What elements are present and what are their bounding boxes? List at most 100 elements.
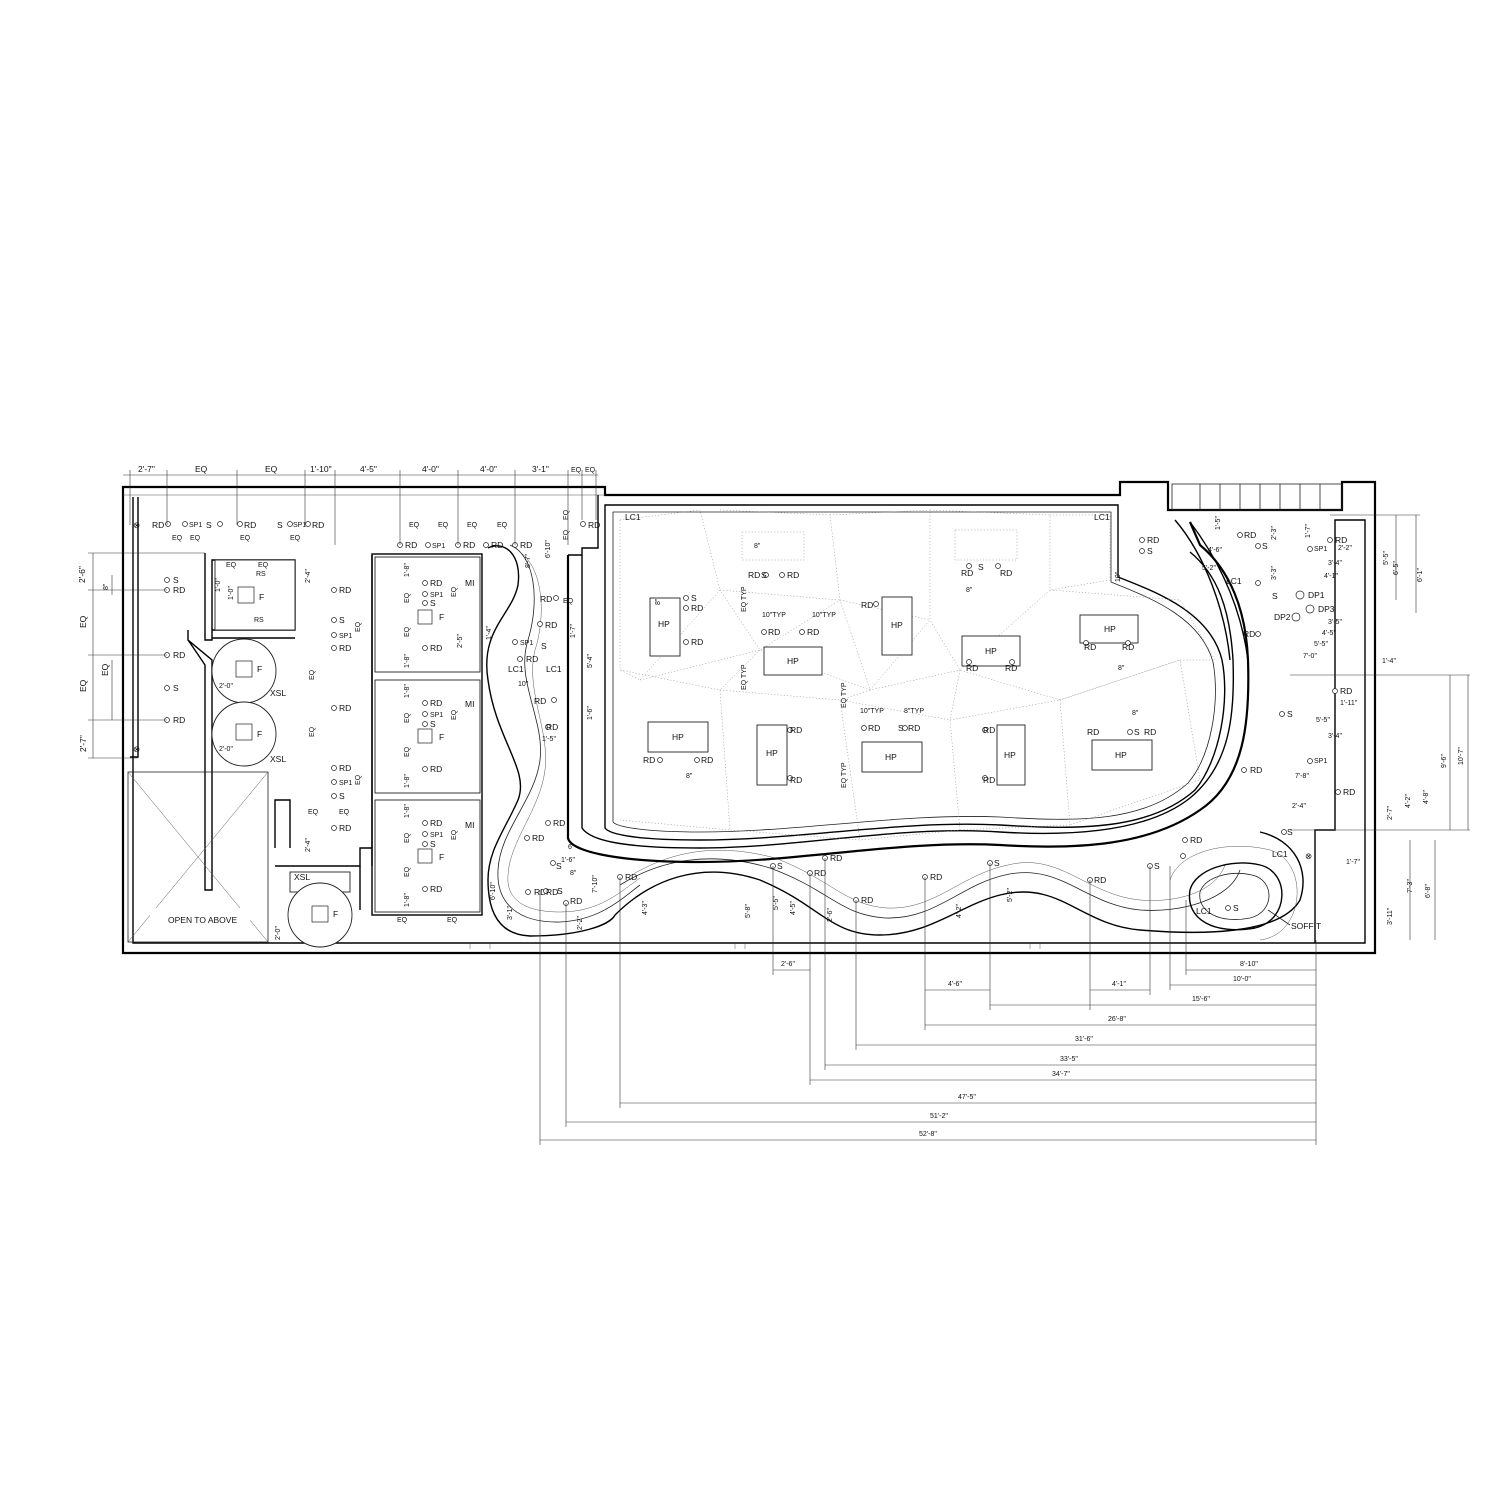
svg-text:DP2: DP2 [1274,612,1291,622]
svg-text:⊗: ⊗ [133,520,140,530]
svg-text:2'-0": 2'-0" [275,926,282,940]
svg-text:RD: RD [430,643,442,653]
svg-text:6'-1": 6'-1" [1417,568,1424,582]
hp-panel-1 [649,597,681,657]
svg-text:RD: RD [1005,663,1017,673]
svg-text:8": 8" [103,583,110,590]
svg-text:S: S [1233,903,1239,913]
svg-text:DP1: DP1 [1308,590,1325,600]
svg-text:RD: RD [491,540,503,550]
svg-text:LC1: LC1 [625,512,641,522]
svg-text:SP1: SP1 [430,712,443,719]
svg-text:LC1: LC1 [508,664,524,674]
svg-text:RD: RD [1094,875,1106,885]
svg-text:EQ: EQ [451,586,458,597]
svg-text:⊗: ⊗ [133,744,140,754]
svg-text:SP1: SP1 [520,640,533,647]
svg-text:HP: HP [1104,624,1116,634]
svg-text:1'-4": 1'-4" [486,626,493,640]
svg-text:1'-5": 1'-5" [542,736,556,743]
svg-text:8": 8" [1118,665,1125,672]
svg-text:9'-6": 9'-6" [1441,754,1448,768]
svg-text:2'-7": 2'-7" [78,735,88,752]
svg-text:XSL: XSL [294,872,310,882]
svg-text:RD: RD [868,723,880,733]
svg-text:7'-0": 7'-0" [1303,653,1317,660]
svg-text:RD: RD [787,570,799,580]
svg-text:RD: RD [701,755,713,765]
hp-panel-7 [756,724,788,786]
svg-text:HP: HP [1115,750,1127,760]
svg-text:SP1: SP1 [430,592,443,599]
svg-text:1'-7": 1'-7" [1305,524,1312,538]
svg-text:S: S [541,641,547,651]
svg-text:EQ: EQ [563,529,570,540]
svg-text:RD: RD [1243,629,1255,639]
svg-text:4'-2": 4'-2" [1405,794,1412,808]
svg-text:RD: RD [748,570,760,580]
bottom-curve-fixtures: S RD RD RD RD S RD S RD LC1 ⊗ 5'-8" 5'-5… [745,835,1312,922]
svg-text:HP: HP [891,620,903,630]
svg-text:S: S [1262,541,1268,551]
svg-text:1'-5": 1'-5" [1215,516,1222,530]
svg-text:SP1: SP1 [1314,758,1327,765]
svg-text:RD: RD [430,578,442,588]
svg-text:S: S [430,719,436,729]
svg-text:3'-3": 3'-3" [1271,566,1278,580]
left-fixture-column: S RD RD S RD ⊗ ⊗ [133,520,185,754]
svg-text:15'-6": 15'-6" [1192,996,1210,1003]
svg-text:5'-2": 5'-2" [1007,888,1014,902]
svg-text:RD: RD [526,654,538,664]
svg-text:RD: RD [540,594,552,604]
svg-text:S: S [994,858,1000,868]
svg-text:RD: RD [807,627,819,637]
svg-text:EQ: EQ [467,522,478,529]
svg-text:EQ: EQ [309,726,316,737]
svg-text:10"TYP: 10"TYP [762,612,786,619]
svg-text:EQ: EQ [451,829,458,840]
svg-text:8'-7": 8'-7" [525,554,532,568]
svg-text:LC1: LC1 [546,664,562,674]
svg-text:F: F [333,909,338,919]
svg-text:HP: HP [1004,750,1016,760]
soffit-label: SOFFIT [1291,921,1321,931]
svg-text:RD: RD [173,585,185,595]
svg-text:S: S [430,839,436,849]
svg-text:RD: RD [244,520,256,530]
svg-text:RD: RD [908,723,920,733]
svg-text:RD: RD [1244,530,1256,540]
svg-text:4'-6": 4'-6" [948,981,962,988]
svg-text:7'-8": 7'-8" [1295,773,1309,780]
svg-text:2'-5": 2'-5" [457,634,464,648]
svg-text:HP: HP [985,646,997,656]
svg-text:RD: RD [768,627,780,637]
svg-text:EQ: EQ [290,535,301,542]
mid-top-fixture-row: RD SP1 RD RD RD EQ EQ EQ EQ RD EQ EQ [397,509,600,550]
svg-text:1'-10": 1'-10" [310,464,332,474]
svg-text:51'-2": 51'-2" [930,1113,948,1120]
svg-text:EQ TYP: EQ TYP [841,682,848,708]
svg-text:8": 8" [1132,710,1139,717]
svg-text:EQ: EQ [438,522,449,529]
svg-text:2'-4": 2'-4" [305,569,312,583]
top-left-fixture-row: RD SP1 S RD S SP1 RD EQ EQ EQ EQ [152,520,324,542]
svg-text:RD: RD [553,818,565,828]
svg-text:1'-7": 1'-7" [1346,859,1360,866]
svg-text:EQ: EQ [404,746,411,757]
svg-text:EQ: EQ [195,464,208,474]
svg-text:EQ: EQ [404,832,411,843]
svg-text:EQ TYP: EQ TYP [741,586,748,612]
svg-text:S: S [277,520,283,530]
svg-text:4'-5": 4'-5" [790,901,797,915]
corridor-fixture-column: RD S SP1 RD RD RD SP1 S RD EQ EQ EQ EQ E… [305,569,362,852]
svg-text:1'-0": 1'-0" [215,578,222,592]
svg-text:3'-4": 3'-4" [1328,560,1342,567]
svg-text:RD: RD [339,763,351,773]
svg-text:8": 8" [686,773,693,780]
svg-text:4'-0": 4'-0" [422,464,439,474]
svg-text:HP: HP [766,748,778,758]
svg-text:EQ: EQ [585,467,596,474]
svg-text:2'-7": 2'-7" [138,464,155,474]
svg-text:3'-1": 3'-1" [507,906,514,920]
svg-text:2'-2": 2'-2" [577,916,584,930]
